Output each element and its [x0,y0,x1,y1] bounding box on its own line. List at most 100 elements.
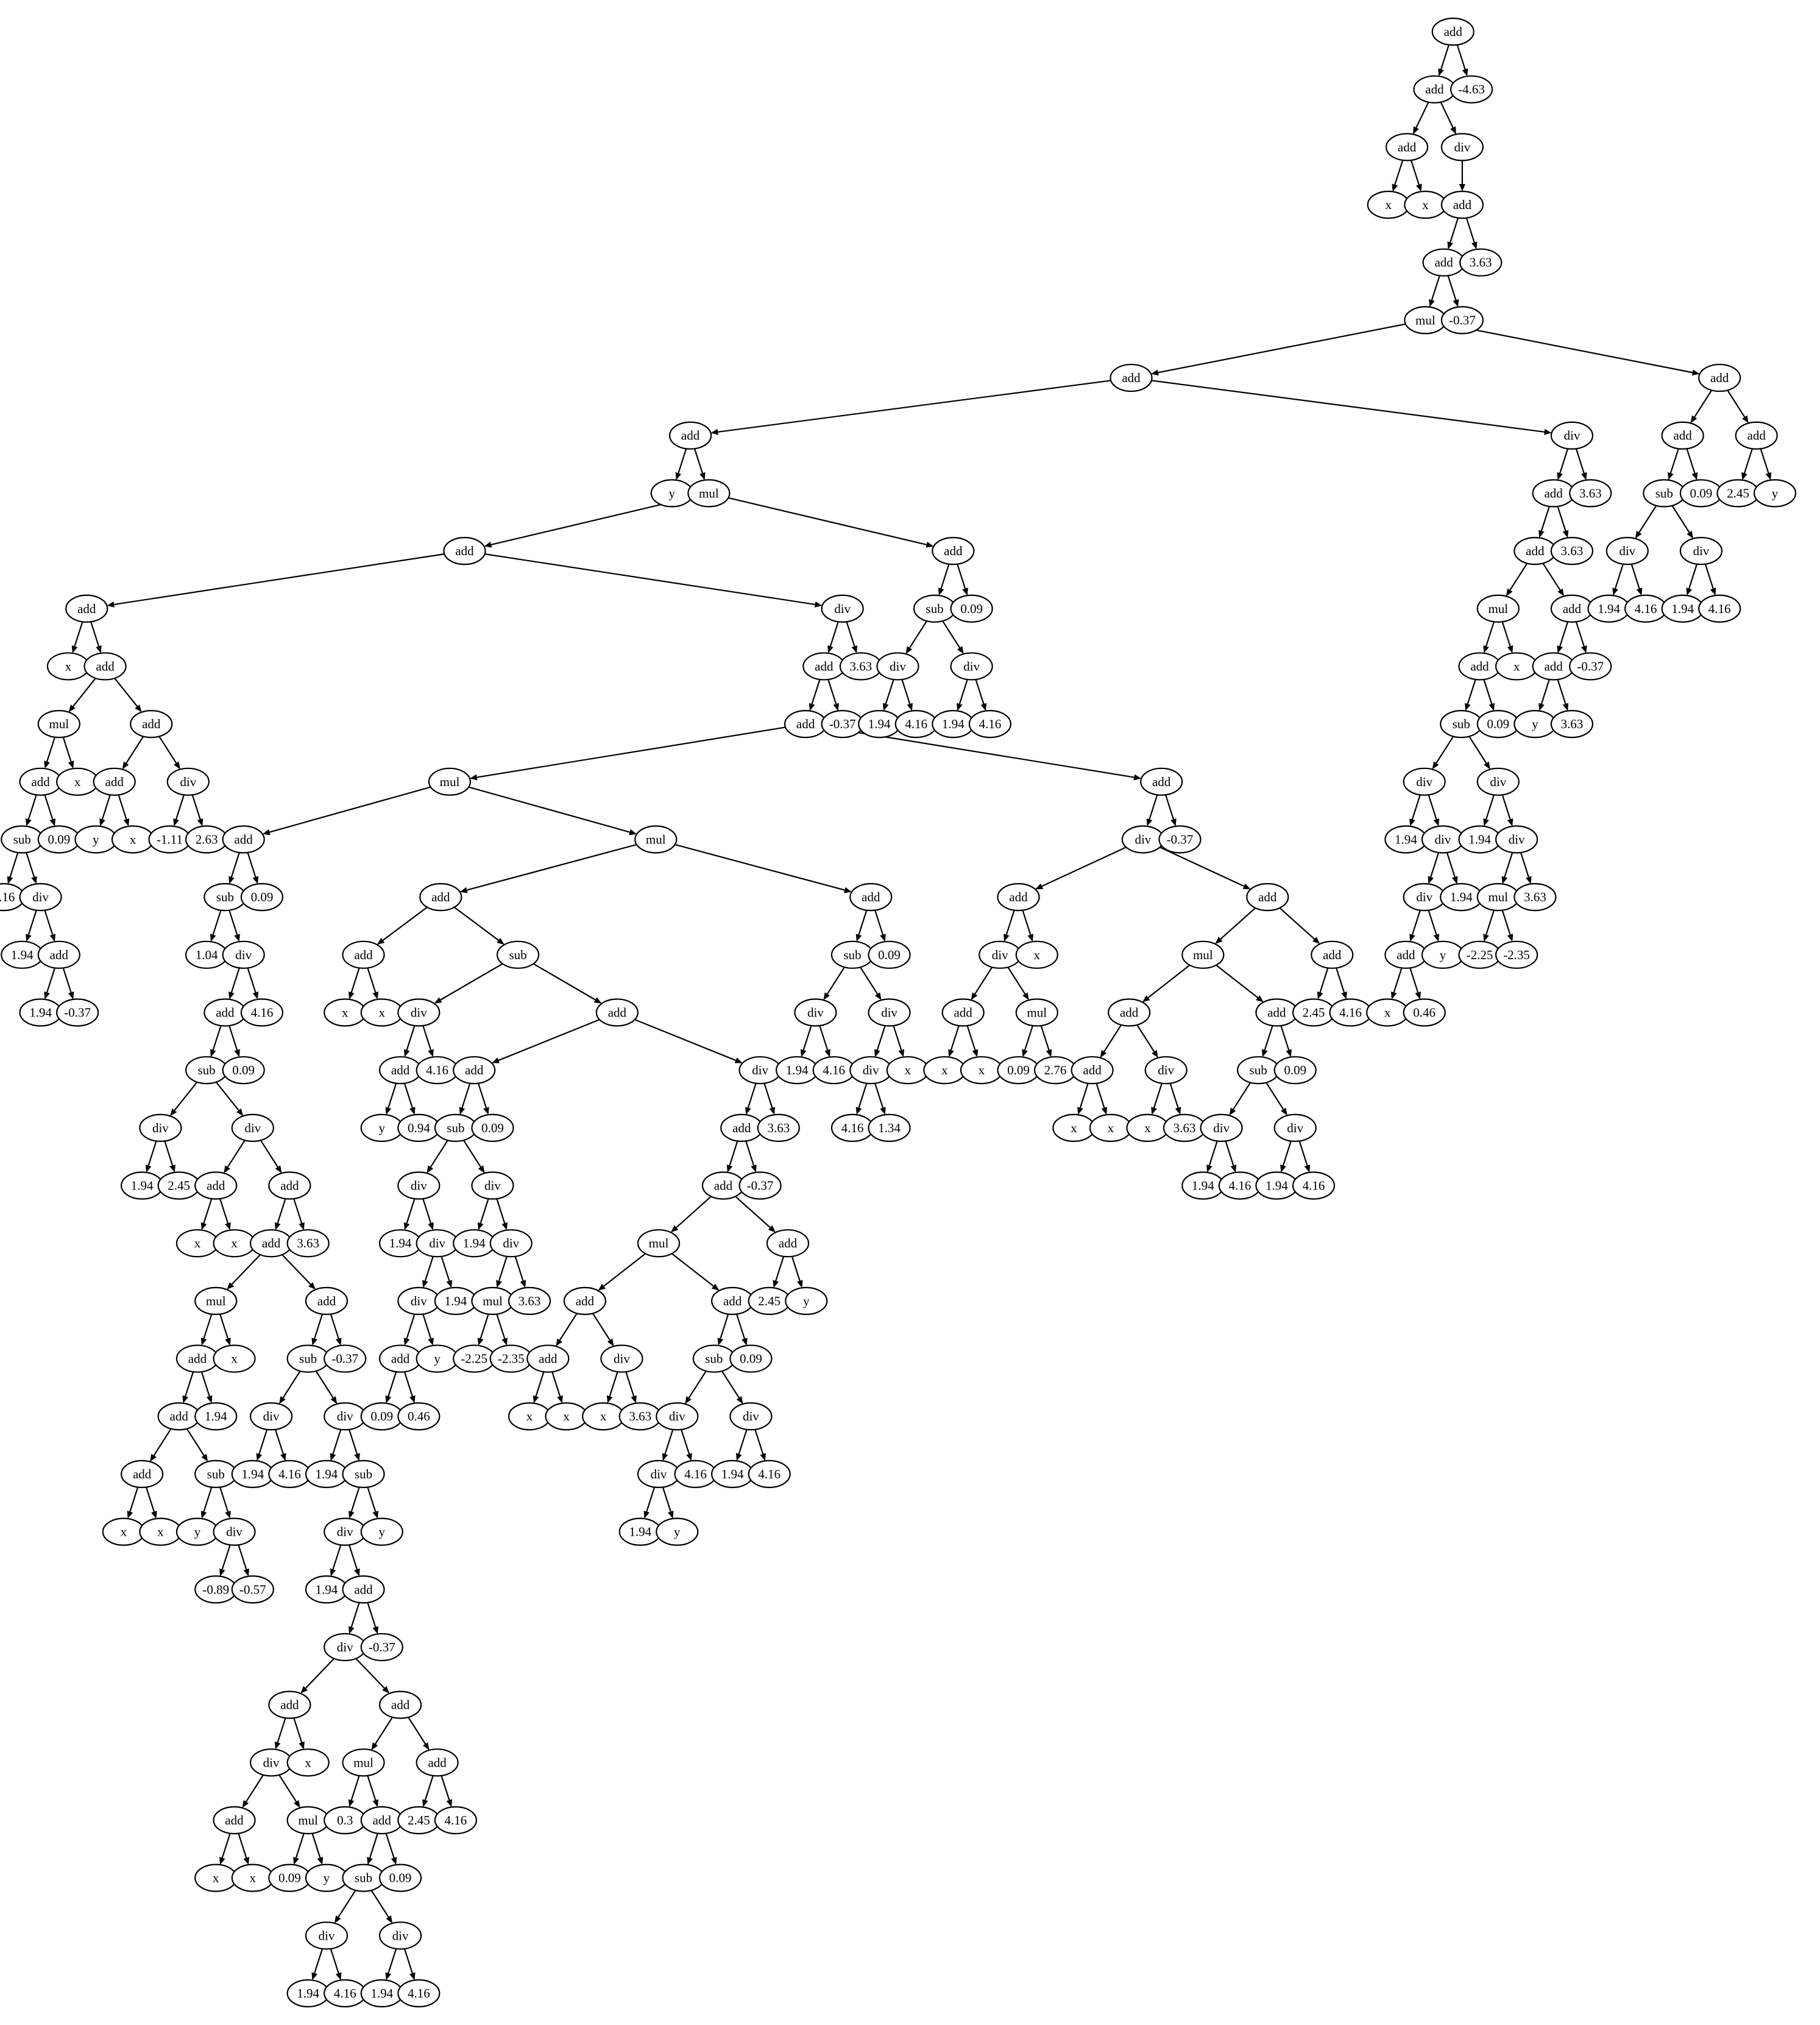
operator-node-add: add [784,710,827,739]
node-label: sub [207,1467,225,1481]
operator-node-add: add [268,1690,311,1719]
node-label: 4.16 [1708,601,1731,616]
node-label: 3.63 [519,1294,541,1308]
tree-edge [533,963,602,1004]
node-label: 4.16 [905,717,927,731]
leaf-node: x [360,998,403,1027]
tree-edge [385,1948,397,1981]
node-label: 0.3 [337,1813,353,1828]
tree-edge [1280,1141,1292,1172]
operator-node-add: add [37,940,80,969]
tree-edge [1298,1141,1311,1172]
leaf-node: 4.16 [397,1979,441,2008]
leaf-node: x [582,1402,625,1431]
tree-edge [262,786,431,835]
node-label: x [1108,1121,1114,1135]
operator-node-div: div [397,1171,441,1200]
tree-edge [670,1196,712,1233]
tree-edge [278,1775,300,1808]
node-label: add [1009,890,1028,904]
node-label: x [231,1352,238,1366]
leaf-node: 4.16 [1624,594,1668,623]
node-label: y [379,1121,386,1135]
tree-edge [957,679,968,711]
tree-edge [274,1429,286,1461]
node-label: x [379,1005,386,1020]
leaf-node: -0.37 [324,1344,367,1373]
leaf-node: 3.63 [757,1113,800,1142]
tree-edge [215,1082,244,1116]
tree-edge [819,1025,830,1057]
node-label: div [263,1409,280,1424]
tree-edge [1428,795,1440,826]
node-label: sub [216,890,234,904]
tree-edge [1501,795,1514,826]
tree-edge [478,1083,489,1115]
leaf-node: x [545,1402,588,1431]
operator-node-add: add [360,1806,403,1835]
tree-edge [484,553,823,608]
node-label: 3.63 [1561,717,1584,731]
node-label: x [157,1525,164,1539]
node-label: 4.16 [758,1467,781,1481]
node-label: 1.94 [721,1467,744,1481]
tree-edge [164,1141,175,1172]
node-label: sub [198,1063,216,1077]
leaf-node: 1.34 [868,1113,911,1142]
tree-edge [1501,852,1514,884]
leaf-node: 4.16 [416,1056,459,1085]
leaf-node: x [213,1344,256,1373]
leaf-node: x [324,998,367,1027]
node-label: 4.16 [684,1467,707,1481]
node-label: div [337,1525,353,1539]
tree-edge [1279,907,1320,945]
tree-edge [279,1371,301,1404]
node-label: x [74,775,81,789]
node-label: 4.16 [979,717,1001,731]
leaf-node: -2.35 [489,1344,533,1373]
node-label: add [391,1352,410,1366]
node-label: div [669,1409,685,1424]
operator-node-sub: sub [1440,710,1483,739]
operator-node-add: add [249,1229,293,1258]
operator-node-add: add [443,536,486,566]
leaf-node: 0.46 [1403,998,1446,1027]
node-label: add [1258,890,1277,904]
operator-node-add: add [932,536,975,566]
tree-edge [228,968,240,999]
tree-edge [422,1025,434,1057]
tree-edge [191,795,204,826]
tree-edges [7,44,1772,1981]
tree-edge [1428,852,1440,884]
node-label: x [563,1409,570,1424]
tree-edge [434,963,503,1004]
tree-edge [349,1544,360,1576]
tree-edge [1483,621,1495,653]
operator-node-div: div [166,767,210,796]
node-label: add [373,1813,392,1828]
leaf-node: x [1126,1113,1169,1142]
tree-edge [1447,275,1459,307]
leaf-node: 0.09 [360,1402,403,1431]
operator-node-mul: mul [634,825,678,854]
operator-node-div: div [1200,1113,1243,1142]
leaf-node: -2.25 [453,1344,496,1373]
leaf-node: -0.89 [194,1575,238,1604]
node-label: -4.63 [1458,82,1485,97]
tree-edge [1413,102,1429,135]
tree-edge [728,497,934,548]
tree-edge [874,1083,886,1115]
node-label: div [235,948,252,962]
tree-edge [403,1314,416,1346]
operator-node-add: add [1108,998,1151,1027]
tree-edge [1465,679,1476,711]
operator-node-add: add [342,940,385,969]
tree-edge [1022,1025,1033,1057]
tree-edge [1261,1025,1273,1057]
operator-node-add: add [701,1171,745,1200]
leaf-node: 3.63 [286,1229,330,1258]
node-label: add [354,948,373,962]
tree-edge [99,795,111,826]
leaf-node: 1.94 [775,1056,819,1085]
tree-edge [860,966,882,1001]
